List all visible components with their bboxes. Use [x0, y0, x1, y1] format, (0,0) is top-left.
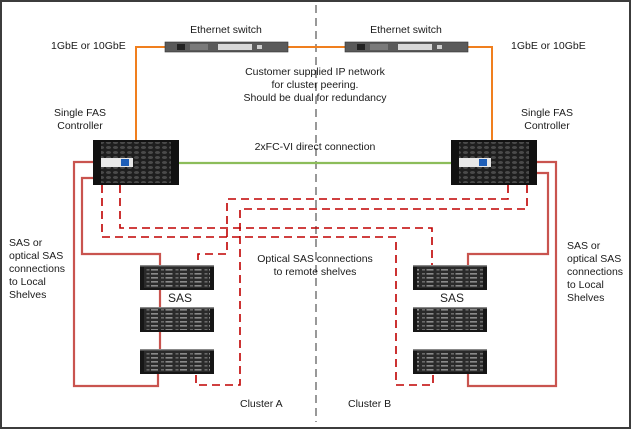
fc-vi-label: 2xFC-VI direct connection: [254, 141, 376, 153]
ip-link-right: [467, 46, 493, 140]
fas-controller-left: [93, 140, 179, 185]
remote-sas-right-a: [197, 185, 509, 265]
controller-label-left: Single FAS Controller: [54, 107, 106, 132]
cluster-label-a: Cluster A: [240, 398, 283, 410]
local-sas-left-outer: [72, 160, 160, 388]
shelf-stack-label-right: SAS: [440, 291, 465, 305]
link-speed-label-left: 1GbE or 10GbE: [51, 40, 126, 52]
local-sas-left-inner: [80, 176, 162, 372]
ip-link-left: [135, 46, 165, 140]
controller-label-right: Single FAS Controller: [521, 107, 573, 132]
disk-shelf-cluster-b: [413, 265, 487, 290]
local-sas-right-outer: [466, 160, 558, 388]
link-speed-label-right: 1GbE or 10GbE: [511, 40, 586, 52]
disk-shelf-cluster-a: [140, 265, 214, 290]
ip-network-note: Customer supplied IP network for cluster…: [243, 66, 387, 104]
disk-shelf-cluster-b: [413, 349, 487, 374]
disk-shelf-cluster-a: [140, 307, 214, 332]
ethernet-switch-left: [164, 41, 289, 53]
disk-shelf-cluster-b: [413, 307, 487, 332]
local-sas-label-right: SAS or optical SAS connections to Local …: [567, 240, 624, 304]
local-sas-label-left: SAS or optical SAS connections to Local …: [9, 237, 66, 301]
ethernet-switch-right: [344, 41, 469, 53]
remote-sas-right-b: [195, 185, 528, 386]
switch-label-right: Ethernet switch: [370, 24, 442, 36]
remote-sas-left-b: [119, 185, 433, 265]
cluster-label-b: Cluster B: [348, 398, 392, 410]
switch-label-left: Ethernet switch: [190, 24, 262, 36]
local-sas-right-inner: [466, 171, 550, 265]
disk-shelf-cluster-a: [140, 349, 214, 374]
remote-sas-left-a: [101, 185, 434, 386]
remote-sas-label: Optical SAS connections to remote shelve…: [257, 253, 373, 278]
fas-controller-right: [451, 140, 537, 185]
shelf-stack-label-left: SAS: [168, 291, 193, 305]
